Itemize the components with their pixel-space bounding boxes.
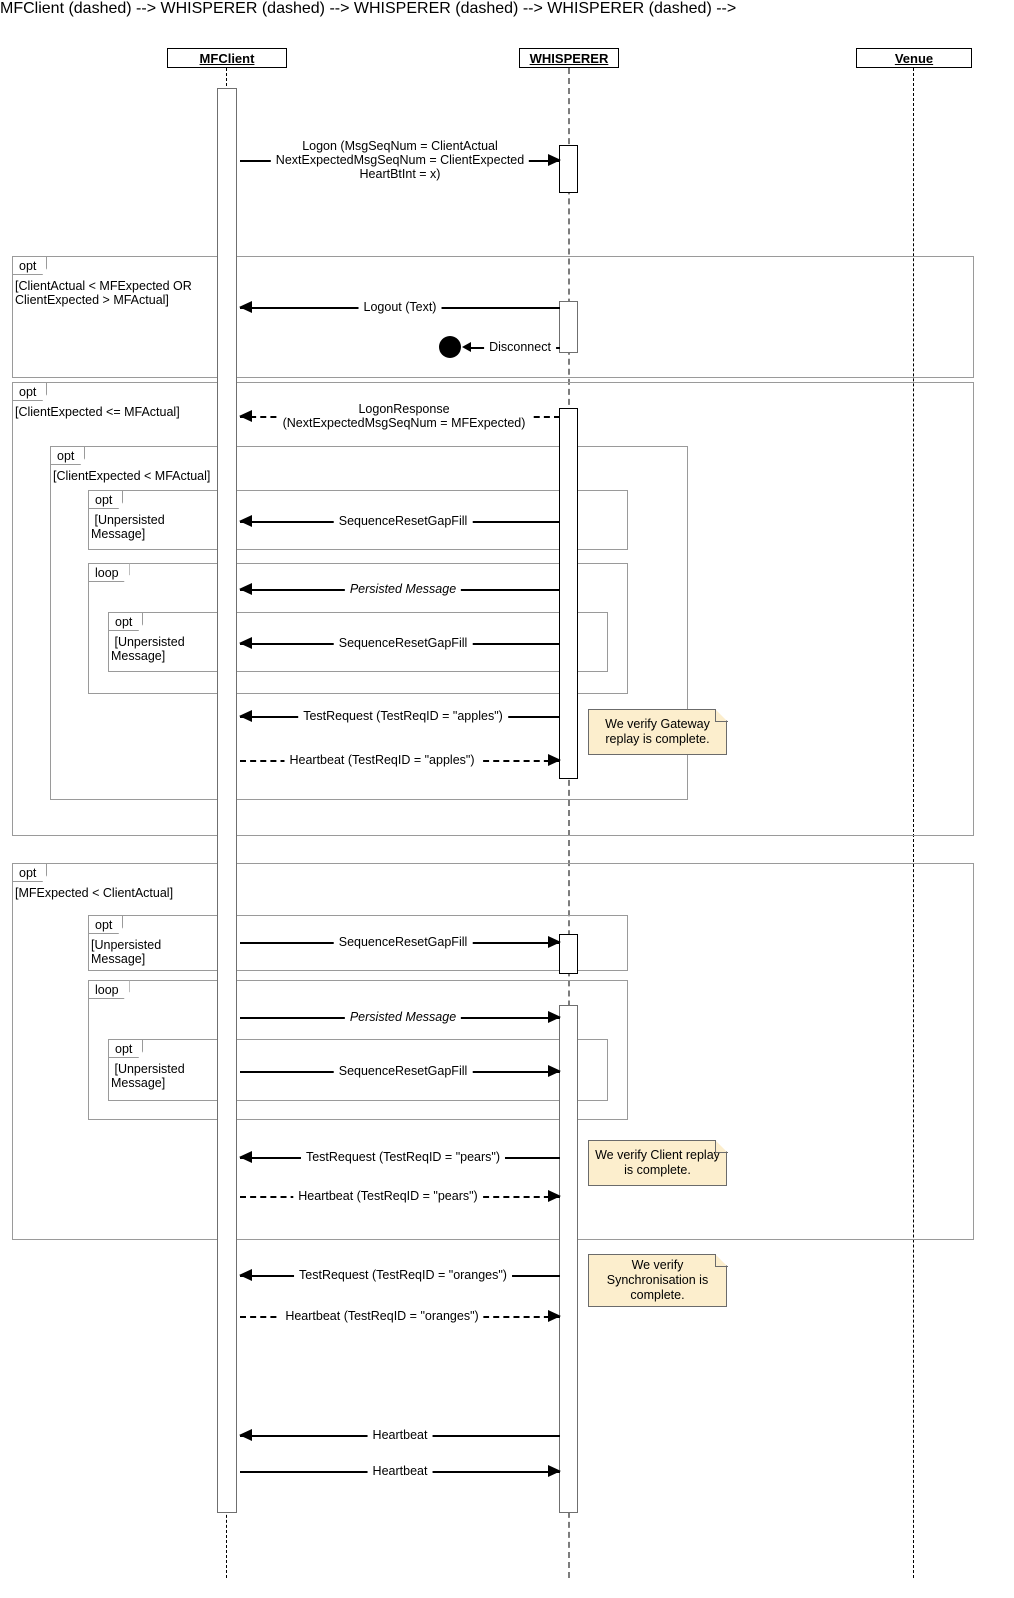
fragment-guard-unpersisted: [Unpersisted Message]: [91, 938, 162, 966]
fragment-tab-opt: opt: [88, 915, 124, 934]
fragment-opt-client-replay: opt [MFExpected < ClientActual]: [12, 863, 974, 1240]
activation-whisperer-client-replay: [559, 934, 578, 974]
arrowhead-left-icon: [462, 342, 471, 352]
fragment-tab-opt: opt: [108, 612, 144, 631]
fragment-guard-logout: [ClientActual < MFExpected OR ClientExpe…: [15, 279, 192, 307]
fragment-guard-client-replay: [MFExpected < ClientActual]: [15, 886, 174, 900]
activation-mfclient: [217, 88, 237, 1513]
message-label: Heartbeat (TestReqID = "pears"): [293, 1189, 483, 1203]
fragment-tab-opt: opt: [12, 382, 48, 401]
note-synchronisation: We verify Synchronisation is complete.: [588, 1254, 727, 1307]
lifeline-head-mfclient[interactable]: MFClient: [167, 48, 287, 68]
lifeline-head-venue[interactable]: Venue: [856, 48, 972, 68]
fragment-opt-unpersisted-3: opt [Unpersisted Message]: [88, 915, 628, 971]
arrowhead-right-icon: [548, 1011, 561, 1023]
arrowhead-left-icon: [239, 410, 252, 422]
arrowhead-left-icon: [239, 301, 252, 313]
note-client-replay: We verify Client replay is complete.: [588, 1140, 727, 1186]
arrowhead-right-icon: [548, 754, 561, 766]
fragment-opt-logon-response: opt [ClientExpected <= MFActual]: [12, 382, 974, 836]
fragment-opt-unpersisted-2: opt [Unpersisted Message]: [108, 612, 608, 672]
message-label: TestRequest (TestReqID = "pears"): [300, 1150, 506, 1164]
fragment-opt-gap-replay: opt [ClientExpected < MFActual]: [50, 446, 688, 800]
arrowhead-right-icon: [548, 1465, 561, 1477]
lifeline-head-whisperer[interactable]: WHISPERER: [519, 48, 619, 68]
activation-whisperer-tail: [559, 1005, 578, 1513]
fragment-guard-gap-replay: [ClientExpected < MFActual]: [53, 469, 211, 483]
message-label: Persisted Message: [344, 1010, 462, 1024]
message-label: LogonResponse (NextExpectedMsgSeqNum = M…: [277, 402, 531, 430]
fragment-opt-logout: opt [ClientActual < MFExpected OR Client…: [12, 256, 974, 378]
arrowhead-right-icon: [548, 1310, 561, 1322]
fragment-tab-opt: opt: [12, 863, 48, 882]
arrowhead-left-icon: [239, 1151, 252, 1163]
lifeline-venue: [913, 68, 914, 1578]
message-label: Persisted Message: [344, 582, 462, 596]
fragment-tab-opt: opt: [50, 446, 86, 465]
fragment-guard-unpersisted: [Unpersisted Message]: [111, 635, 185, 663]
note-gateway-replay: We verify Gateway replay is complete.: [588, 709, 727, 755]
message-label: Logon (MsgSeqNum = ClientActual NextExpe…: [270, 139, 530, 181]
message-label: SequenceResetGapFill: [333, 1064, 473, 1078]
fragment-opt-unpersisted-1: opt [Unpersisted Message]: [88, 490, 628, 550]
note-fold-icon: [715, 709, 728, 722]
message-label: TestRequest (TestReqID = "apples"): [298, 709, 508, 723]
arrowhead-left-icon: [239, 637, 252, 649]
arrowhead-right-icon: [548, 1190, 561, 1202]
note-fold-icon: [715, 1254, 728, 1267]
message-label: Disconnect: [484, 340, 556, 354]
message-label: Logout (Text): [358, 300, 442, 314]
activation-whisperer-replay: [559, 408, 578, 779]
message-label: SequenceResetGapFill: [333, 514, 473, 528]
message-label: SequenceResetGapFill: [333, 935, 473, 949]
activation-whisperer-logout: [559, 301, 578, 353]
fragment-guard-unpersisted: [Unpersisted Message]: [111, 1062, 185, 1090]
message-label: Heartbeat (TestReqID = "apples"): [284, 753, 480, 767]
fragment-tab-loop: loop: [88, 980, 130, 999]
arrowhead-left-icon: [239, 1269, 252, 1281]
message-label: Heartbeat: [367, 1464, 433, 1478]
arrowhead-left-icon: [239, 583, 252, 595]
fragment-guard-logon-response: [ClientExpected <= MFActual]: [15, 405, 180, 419]
fragment-guard-unpersisted: [Unpersisted Message]: [91, 513, 165, 541]
fragment-loop-persisted-1: loop: [88, 563, 628, 694]
message-label: Heartbeat (TestReqID = "oranges"): [280, 1309, 484, 1323]
lifeline-whisperer: [568, 68, 570, 1578]
fragment-tab-opt: opt: [108, 1039, 144, 1058]
fragment-tab-opt: opt: [88, 490, 124, 509]
arrowhead-right-icon: [548, 1065, 561, 1077]
fragment-tab-opt: opt: [12, 256, 48, 275]
fragment-tab-loop: loop: [88, 563, 130, 582]
fragment-loop-persisted-2: loop: [88, 980, 628, 1120]
note-fold-icon: [715, 1140, 728, 1153]
stop-circle-icon: [439, 336, 461, 358]
arrowhead-left-icon: [239, 515, 252, 527]
arrowhead-left-icon: [239, 1429, 252, 1441]
activation-whisperer-logon: [559, 145, 578, 193]
message-label: Heartbeat: [367, 1428, 433, 1442]
message-label: TestRequest (TestReqID = "oranges"): [294, 1268, 512, 1282]
message-label: SequenceResetGapFill: [333, 636, 473, 650]
arrowhead-left-icon: [239, 710, 252, 722]
fragment-opt-unpersisted-4: opt [Unpersisted Message]: [108, 1039, 608, 1101]
arrowhead-right-icon: [548, 936, 561, 948]
arrowhead-right-icon: [548, 154, 561, 166]
